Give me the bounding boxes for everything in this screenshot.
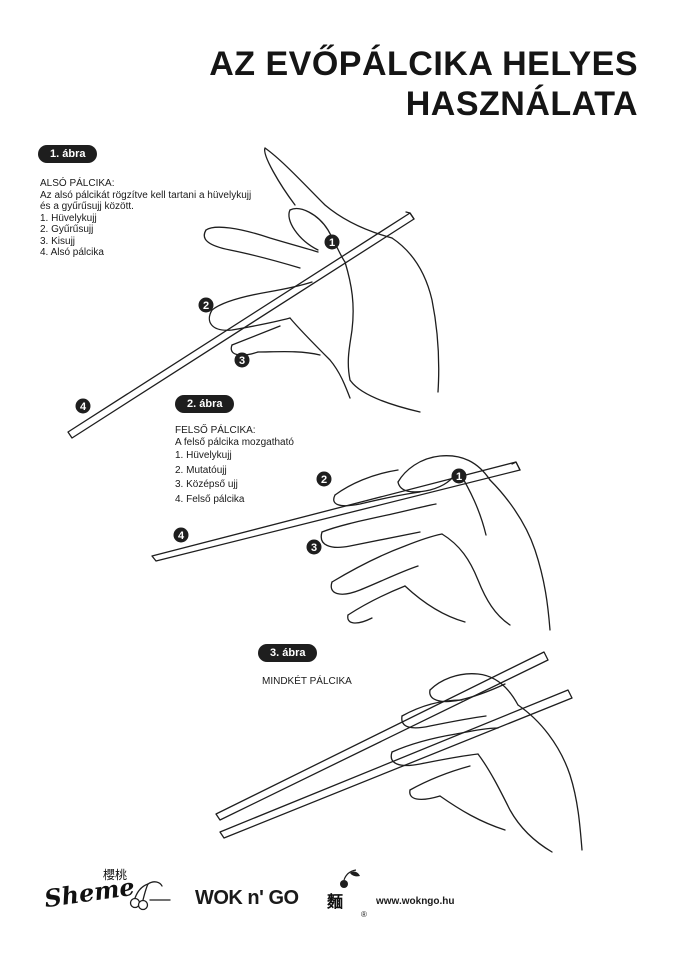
svg-text:1: 1	[456, 471, 462, 483]
title-line-1: AZ EVŐPÁLCIKA HELYES	[209, 45, 638, 83]
figure-2-list: 1. Hüvelykujj 2. Mutatóujj 3. Középső uj…	[175, 450, 294, 505]
wokngo-cherry-icon	[340, 869, 360, 888]
svg-text:4: 4	[80, 401, 87, 413]
figure-2-marker-3: 3	[306, 539, 322, 555]
svg-text:1: 1	[329, 237, 335, 249]
page-title: AZ EVŐPÁLCIKA HELYES HASZNÁLATA	[78, 44, 638, 124]
figure-3-text: MINDKÉT PÁLCIKA	[262, 676, 352, 688]
figure-1-marker-3: 3	[234, 352, 250, 368]
registered-mark: ®	[361, 910, 367, 919]
cherry-icon	[129, 881, 171, 911]
figure-2-marker-4: 4	[173, 527, 189, 543]
svg-text:2: 2	[321, 474, 327, 486]
figure-1-desc-1: Az alsó pálcikát rögzítve kell tartani a…	[40, 189, 252, 201]
figure-3-hand-illustration	[215, 651, 583, 853]
figure-1-item-2: 2. Gyűrűsujj	[40, 224, 94, 235]
title-line-2: HASZNÁLATA	[405, 85, 638, 123]
figure-3-tag: 3. ábra	[258, 644, 318, 662]
wokngo-logo: WOK n' GO	[195, 887, 299, 909]
figure-1-tag: 1. ábra	[38, 145, 98, 163]
svg-text:3: 3	[311, 542, 317, 554]
figure-2-desc-1: A felső pálcika mozgatható	[175, 436, 294, 448]
figure-1-item-4: 4. Alsó pálcika	[40, 247, 104, 258]
svg-text:3: 3	[239, 355, 245, 367]
figure-2-item-2: 2. Mutatóujj	[175, 464, 227, 476]
figure-1-marker-2: 2	[198, 297, 214, 313]
figure-2-marker-1: 1	[451, 468, 467, 484]
figure-2-marker-2: 2	[316, 471, 332, 487]
figure-1-desc-2: és a gyűrűsujj között.	[40, 201, 134, 212]
figure-2-hand-illustration	[151, 455, 551, 631]
figure-1-text: ALSÓ PÁLCIKA: Az alsó pálcikát rögzítve …	[40, 178, 251, 259]
figure-2-item-4: 4. Felső pálcika	[175, 493, 245, 505]
figure-2-tag: 2. ábra	[175, 395, 235, 413]
svg-text:4: 4	[178, 530, 185, 542]
figure-1-heading: ALSÓ PÁLCIKA:	[40, 178, 115, 189]
figure-1-marker-1: 1	[324, 234, 340, 250]
website-url: www.wokngo.hu	[376, 896, 455, 907]
figure-2-heading: FELSŐ PÁLCIKA:	[175, 425, 256, 436]
figure-1-item-3: 3. Kisujj	[40, 235, 76, 247]
figure-2-item-1: 1. Hüvelykujj	[175, 450, 232, 461]
wokngo-cjk-text: 麵	[327, 894, 344, 911]
figure-1-marker-4: 4	[75, 398, 91, 414]
number-markers: 1 2 3 4 1 2	[75, 234, 467, 555]
figure-3-heading: MINDKÉT PÁLCIKA	[262, 676, 352, 687]
sheme-cjk-text: 櫻桃	[103, 868, 128, 882]
figure-1-item-1: 1. Hüvelykujj	[40, 212, 97, 224]
svg-text:2: 2	[203, 300, 209, 312]
figure-1-list: 1. Hüvelykujj 2. Gyűrűsujj 3. Kisujj 4. …	[40, 213, 251, 259]
figure-1-hand-illustration	[67, 147, 440, 439]
figure-2-item-3: 3. Középső ujj	[175, 479, 238, 490]
figure-2-text: FELSŐ PÁLCIKA: A felső pálcika mozgathat…	[175, 425, 294, 505]
